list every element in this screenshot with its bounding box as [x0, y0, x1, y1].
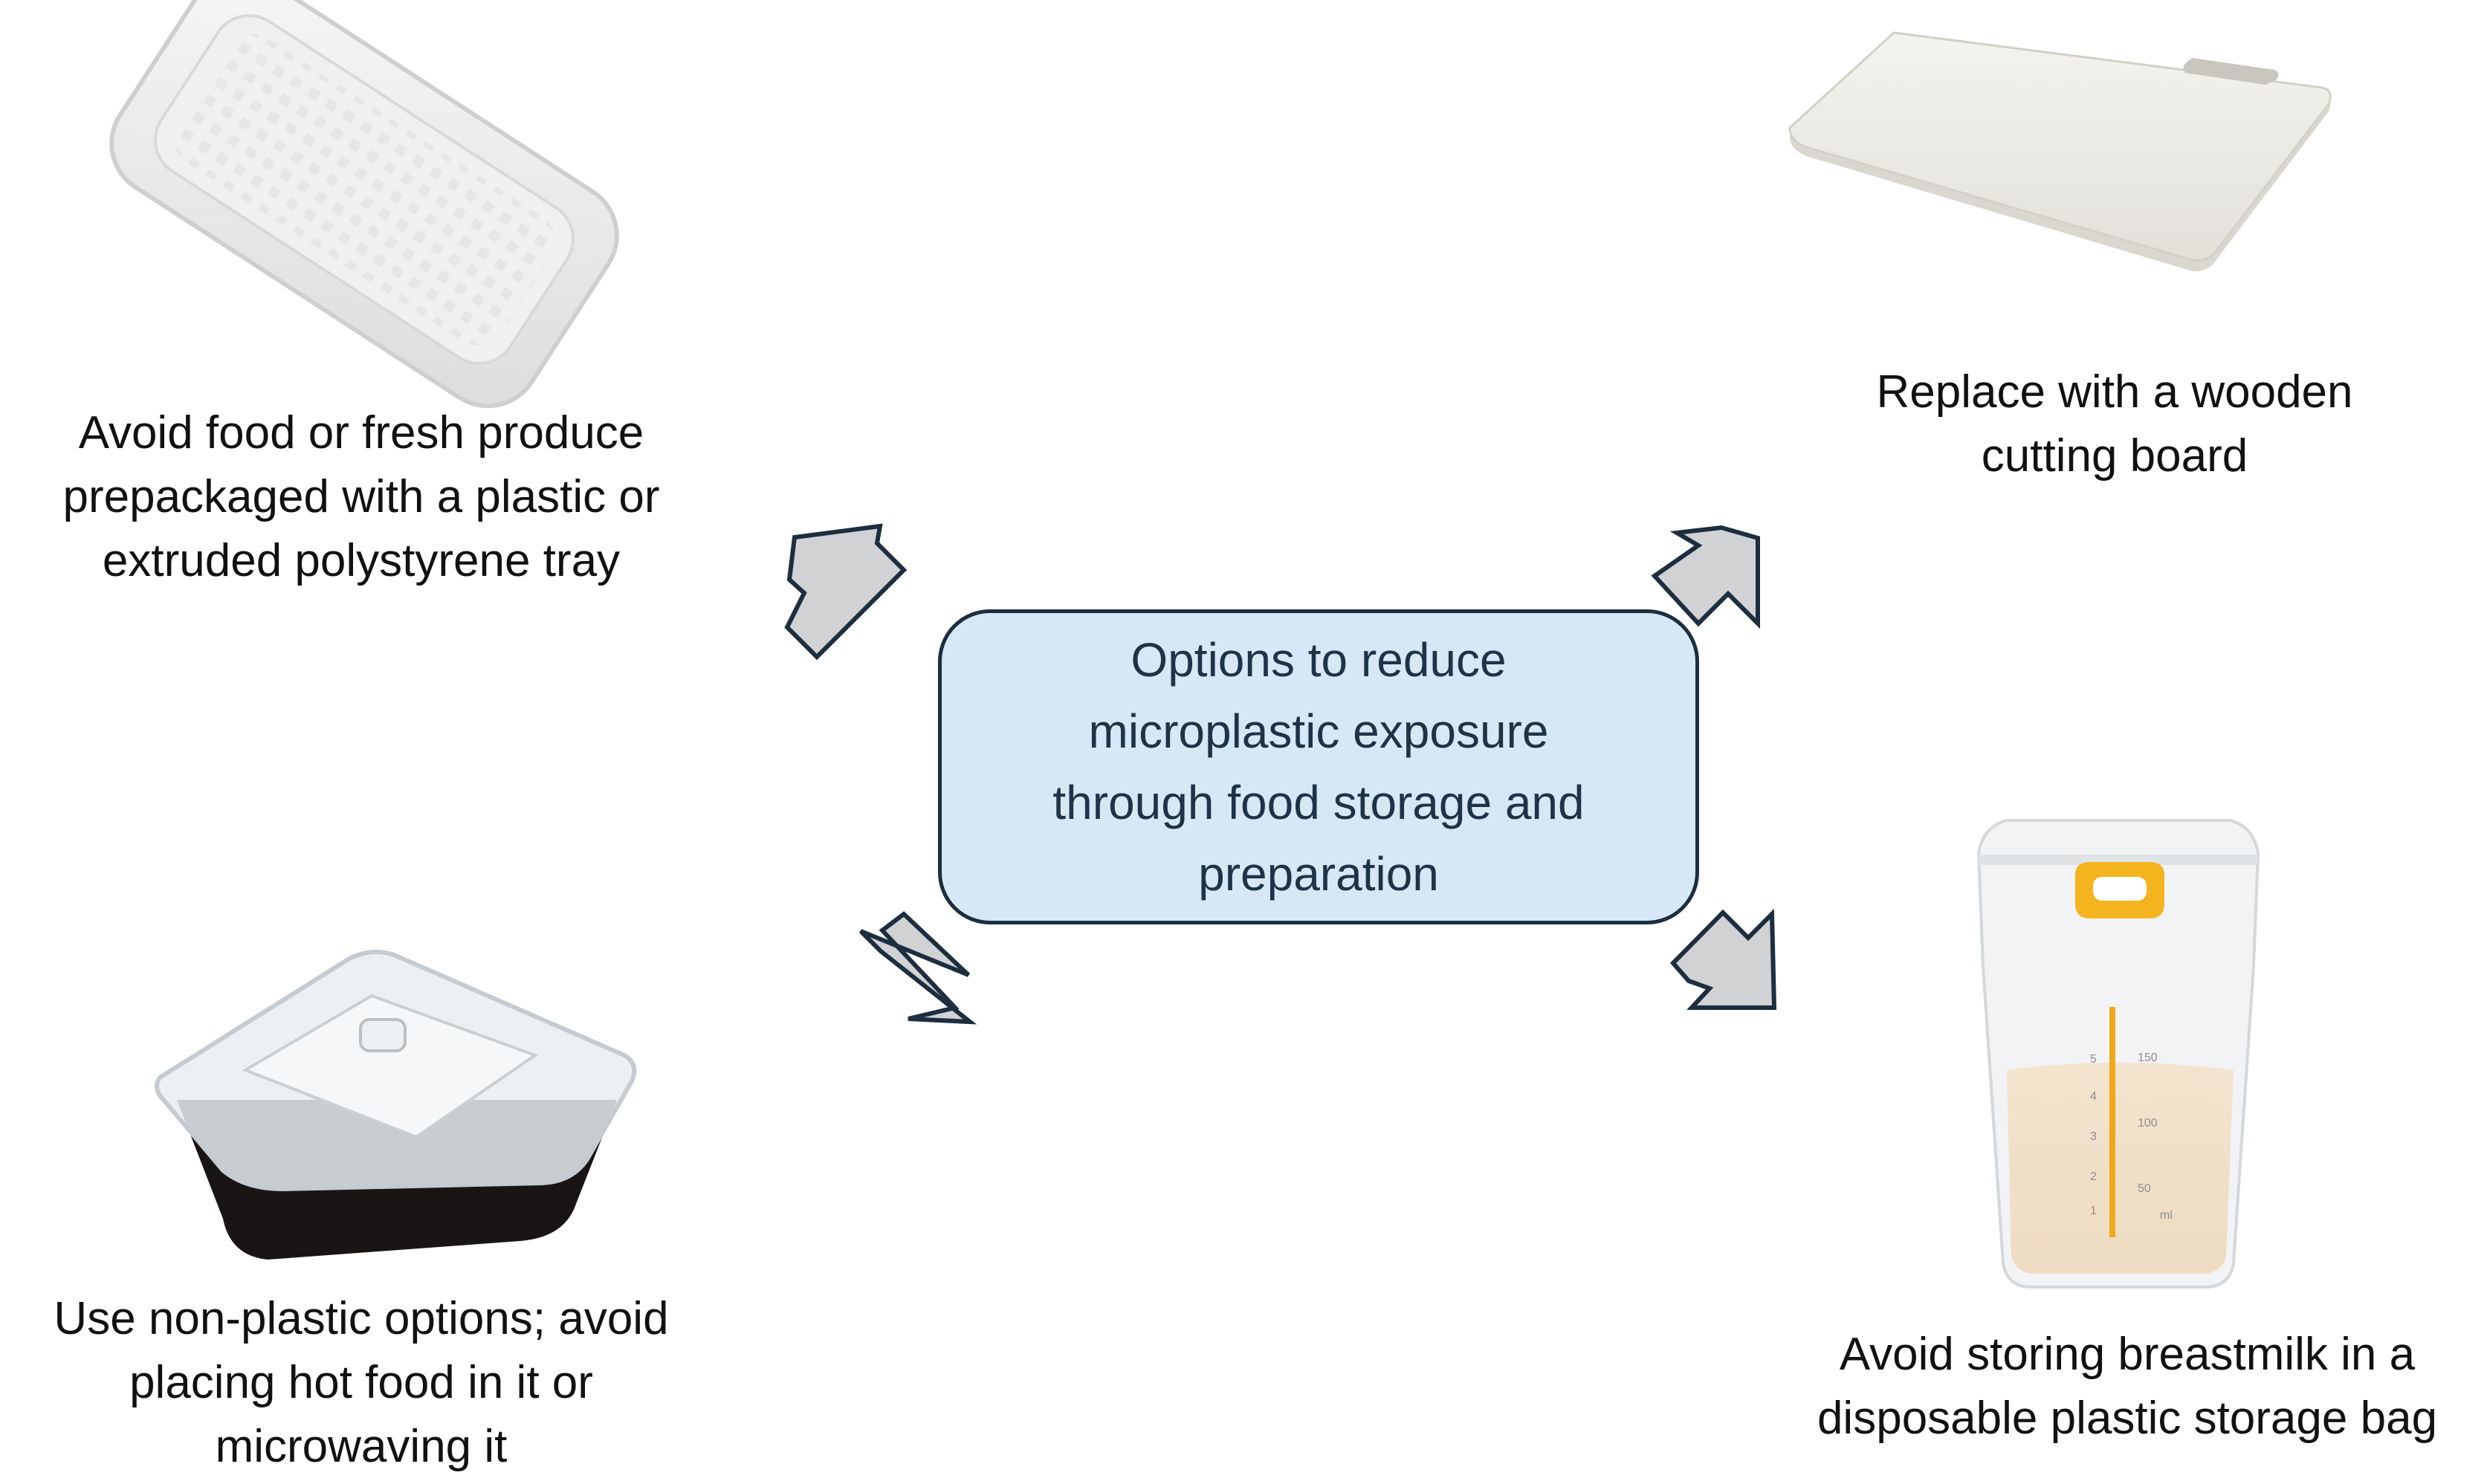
central-topic-line: through food storage and: [1052, 776, 1585, 829]
bag-scale-150: 150: [2138, 1052, 2158, 1064]
caption-top-left: Avoid food or fresh produce prepackaged …: [13, 401, 709, 593]
bag-units-label: ml: [2160, 1209, 2173, 1222]
central-topic-line: preparation: [1198, 847, 1439, 901]
caption-line: extruded polystyrene tray: [102, 535, 621, 586]
caption-line: Avoid storing breastmilk in a: [1839, 1329, 2416, 1380]
arrow-to-bottom-right: [1669, 908, 1777, 1010]
breastmilk-bag-icon: 5 4 3 2 1 150 100 50 ml: [1976, 819, 2260, 1289]
caption-line: Use non-plastic options; avoid: [54, 1293, 669, 1344]
bag-scale-50: 50: [2138, 1182, 2151, 1195]
caption-line: prepackaged with a plastic or: [62, 471, 660, 522]
central-topic-line: Options to reduce: [1131, 633, 1507, 687]
arrow-to-bottom-left: [858, 911, 977, 1025]
arrow-to-top-left: [784, 523, 908, 661]
caption-top-right: Replace with a wooden cutting board: [1791, 360, 2438, 488]
bag-scale-4: 4: [2090, 1090, 2097, 1103]
foam-tray-icon: [109, 0, 619, 409]
central-topic-box: Options to reduce microplastic exposure …: [938, 609, 1699, 924]
caption-bottom-right: Avoid storing breastmilk in a disposable…: [1778, 1323, 2477, 1451]
bag-scale-5: 5: [2090, 1053, 2097, 1066]
bag-scale-2: 2: [2090, 1170, 2097, 1183]
caption-line: microwaving it: [215, 1421, 508, 1472]
caption-line: disposable plastic storage bag: [1817, 1393, 2438, 1444]
caption-bottom-left: Use non-plastic options; avoid placing h…: [7, 1287, 715, 1479]
cutting-board-icon: [1788, 31, 2332, 272]
bag-scale-3: 3: [2090, 1130, 2097, 1143]
bag-scale-100: 100: [2138, 1117, 2158, 1130]
caption-line: Replace with a wooden: [1876, 366, 2353, 418]
caption-line: Avoid food or fresh produce: [78, 407, 644, 459]
central-topic-line: microplastic exposure: [1088, 704, 1549, 758]
plastic-container-icon: [155, 950, 637, 1260]
bag-scale-1: 1: [2090, 1205, 2097, 1217]
caption-line: cutting board: [1981, 430, 2248, 482]
arrow-to-top-right: [1651, 525, 1760, 629]
caption-line: placing hot food in it or: [129, 1357, 593, 1408]
